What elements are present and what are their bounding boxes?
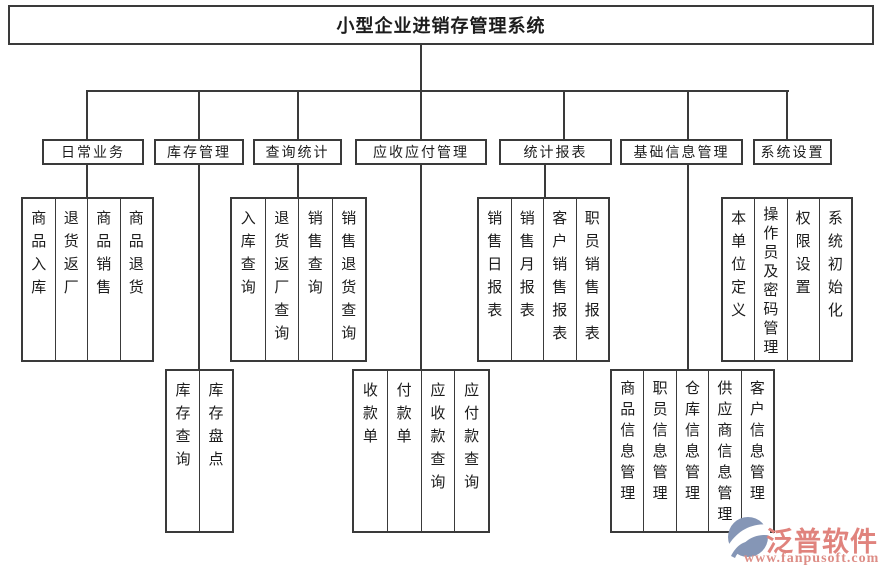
node-goods-sales: 商品销售 [87, 199, 120, 360]
connector-drop-receivable-payable [420, 90, 422, 139]
branch-daily-business: 日常业务 [42, 139, 144, 165]
group-basic-info-children: 商品信息管理 职员信息管理 仓库信息管理 供应商信息管理 客户信息管理 [610, 369, 775, 533]
branch-system-settings: 系统设置 [753, 139, 832, 165]
branch-stats-reports: 统计报表 [499, 139, 612, 165]
connector-drop-stats-reports [563, 90, 565, 139]
connector-child-inventory-mgmt [198, 165, 200, 369]
connector-title-stub [420, 45, 422, 91]
node-staff-sales-report: 职员销售报表 [575, 199, 609, 360]
connector-child-query-stats [297, 165, 299, 197]
node-inbound-query: 入库查询 [240, 211, 256, 296]
node-inventory-stocktake: 库存盘点 [199, 371, 232, 531]
node-staff-info-mgmt: 职员信息管理 [643, 371, 675, 531]
node-receipt-voucher: 收款单 [362, 383, 378, 445]
branch-stats-reports-label: 统计报表 [523, 146, 588, 161]
connector-drop-basic-info [687, 90, 689, 139]
group-system-settings-children: 本单位定义 操作员及密码管理 权限设置 系统初始化 [721, 197, 853, 362]
node-customer-sales-report: 客户销售报表 [543, 199, 576, 360]
node-goods-return: 商品退货 [119, 199, 153, 360]
node-operator-password-mgmt: 操作员及密码管理 [754, 199, 786, 360]
connector-child-receivable-payable [420, 165, 422, 369]
node-supplier-info-mgmt: 供应商信息管理 [708, 371, 740, 531]
branch-basic-info-mgmt-label: 基础信息管理 [633, 146, 730, 161]
connector-drop-inventory-mgmt [198, 90, 200, 139]
branch-receivable-payable-mgmt: 应收应付管理 [355, 139, 487, 165]
node-receivable-query: 应收款查询 [420, 371, 455, 531]
node-warehouse-info-mgmt: 仓库信息管理 [675, 371, 708, 531]
node-daily-sales-report: 销售日报表 [487, 211, 503, 319]
node-permission-settings: 权限设置 [786, 199, 819, 360]
node-sales-return-query: 销售退货查询 [331, 199, 366, 360]
node-return-to-factory-query: 退货返厂查询 [264, 199, 299, 360]
node-return-to-factory: 退货返厂 [54, 199, 88, 360]
watermark-brand: 泛普软件 [766, 527, 878, 557]
node-sales-query: 销售查询 [298, 199, 332, 360]
node-company-definition: 本单位定义 [731, 211, 747, 319]
branch-system-settings-label: 系统设置 [760, 146, 825, 161]
node-goods-inbound: 商品入库 [31, 211, 47, 296]
diagram-title-box: 小型企业进销存管理系统 [8, 5, 874, 45]
node-customer-info-mgmt: 客户信息管理 [740, 371, 773, 531]
branch-query-stats: 查询统计 [253, 139, 342, 165]
fanpu-logo-icon [725, 515, 773, 558]
diagram-title: 小型企业进销存管理系统 [336, 16, 546, 36]
node-inventory-query: 库存查询 [175, 383, 191, 468]
branch-daily-business-label: 日常业务 [61, 146, 125, 161]
node-monthly-sales-report: 销售月报表 [510, 199, 544, 360]
connector-drop-query-stats [297, 90, 299, 139]
node-payment-voucher: 付款单 [386, 371, 421, 531]
node-system-initialization: 系统初始化 [818, 199, 851, 360]
node-goods-info-mgmt: 商品信息管理 [620, 381, 636, 502]
connector-drop-daily-business [86, 90, 88, 139]
watermark-url: www.fanpusoft.com [744, 551, 880, 566]
connector-child-basic-info [687, 165, 689, 369]
group-daily-business-children: 商品入库 退货返厂 商品销售 商品退货 [21, 197, 154, 362]
connector-child-stats-reports [544, 165, 546, 197]
connector-drop-system-settings [786, 90, 788, 139]
branch-receivable-payable-label: 应收应付管理 [373, 146, 469, 161]
group-receivable-payable-children: 收款单 付款单 应收款查询 应付款查询 [352, 369, 490, 533]
connector-child-daily-business [86, 165, 88, 197]
group-stats-reports-children: 销售日报表 销售月报表 客户销售报表 职员销售报表 [477, 197, 610, 362]
branch-basic-info-mgmt: 基础信息管理 [620, 139, 743, 165]
branch-inventory-mgmt-label: 库存管理 [167, 146, 231, 161]
group-query-stats-children: 入库查询 退货返厂查询 销售查询 销售退货查询 [230, 197, 367, 362]
branch-query-stats-label: 查询统计 [265, 146, 330, 161]
group-inventory-mgmt-children: 库存查询 库存盘点 [165, 369, 234, 533]
branch-inventory-mgmt: 库存管理 [154, 139, 244, 165]
node-payable-query: 应付款查询 [454, 371, 488, 531]
connector-bus [86, 90, 789, 92]
